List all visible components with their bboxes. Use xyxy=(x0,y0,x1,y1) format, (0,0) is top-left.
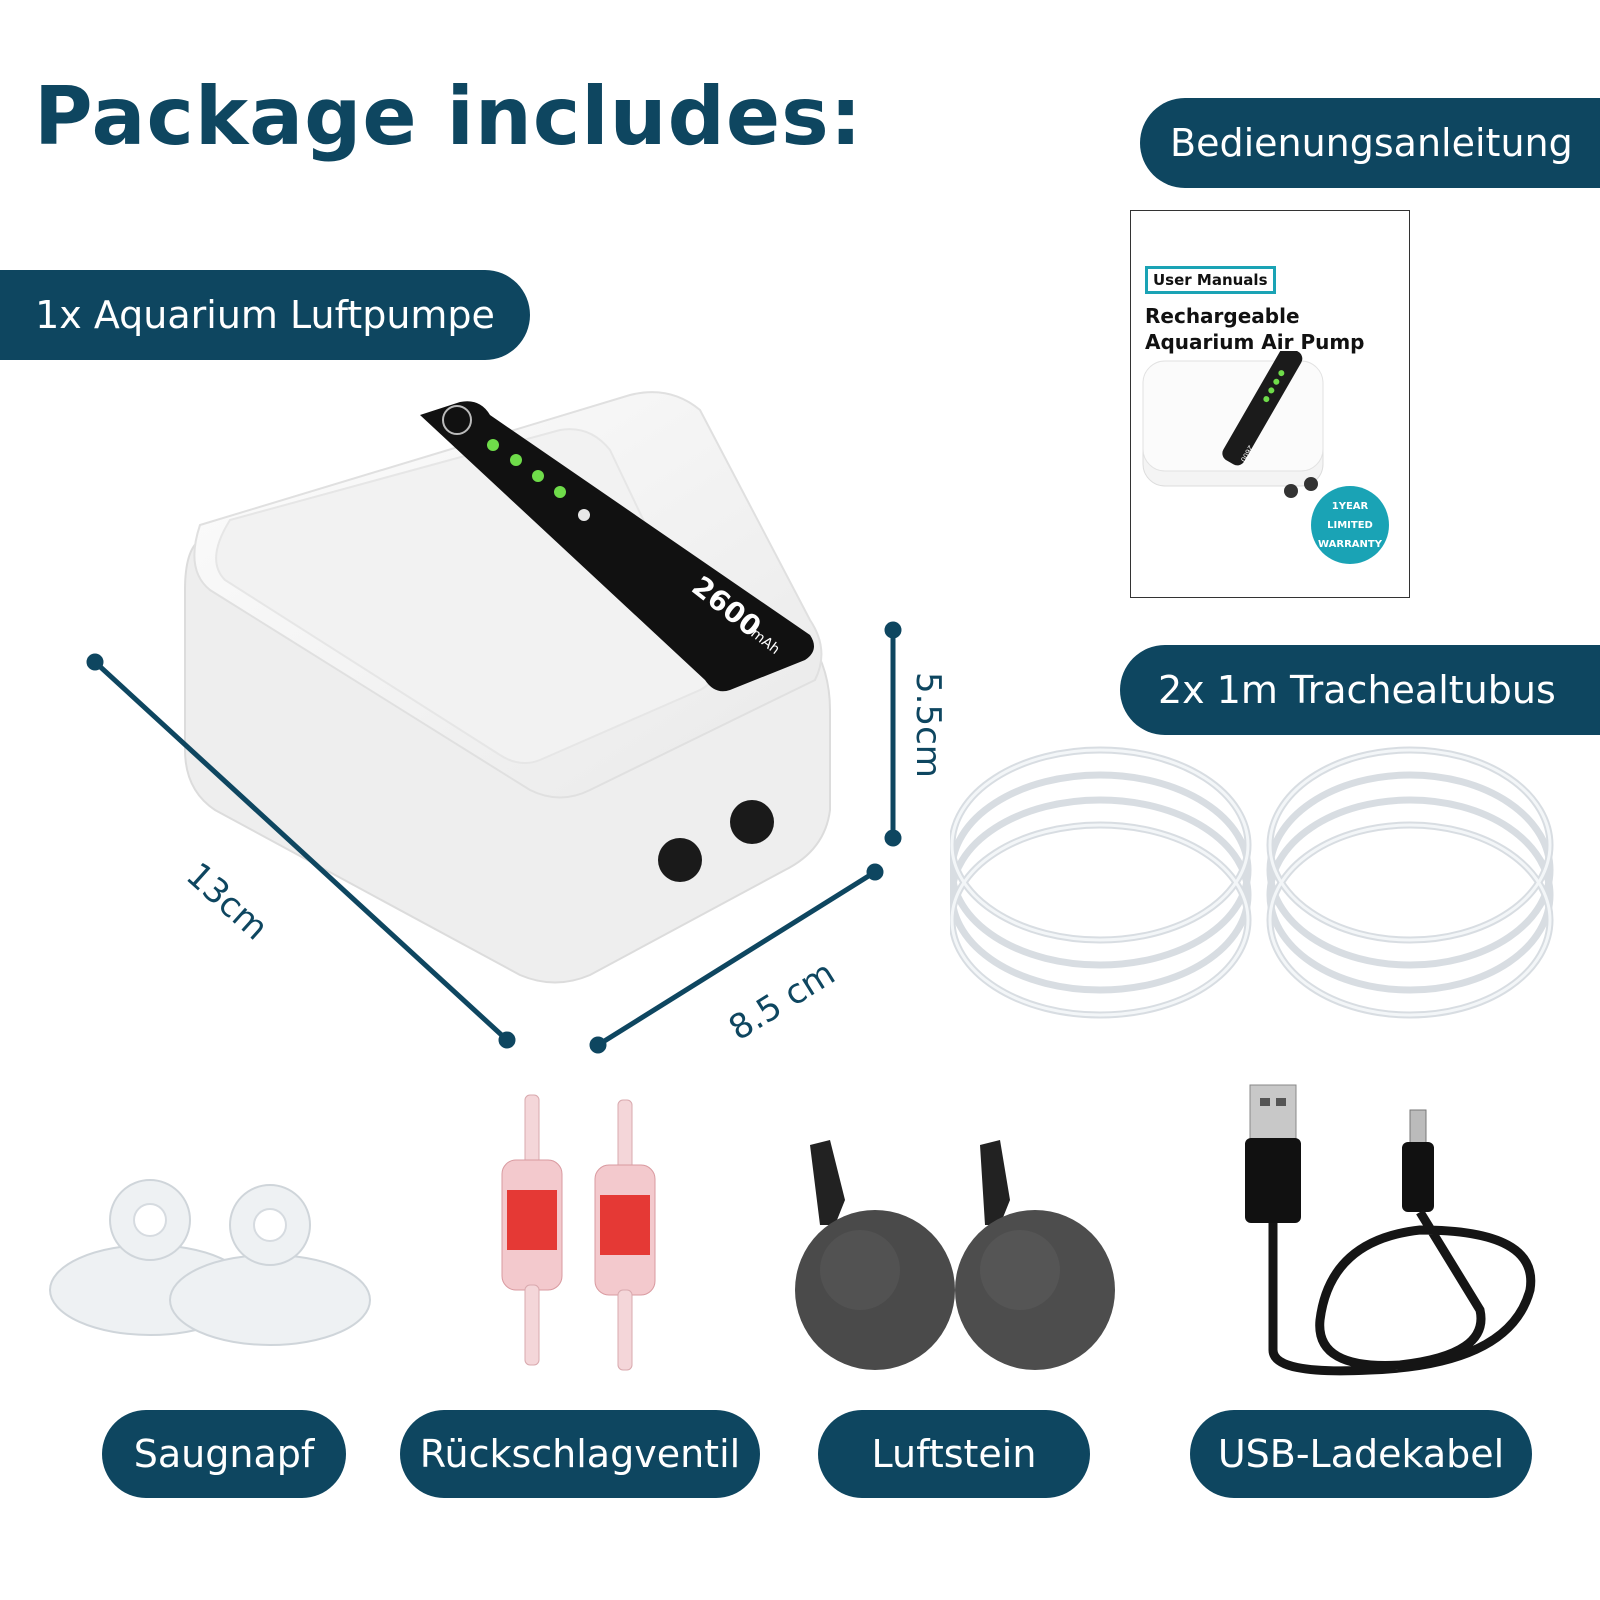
air-pump-image: 2600 mAh xyxy=(184,391,831,984)
battery-leds xyxy=(487,439,590,521)
pump-label: 1x Aquarium Luftpumpe xyxy=(0,270,530,360)
manual-title-line1: Rechargeable xyxy=(1145,304,1300,328)
dimension-height: 5.5cm xyxy=(908,672,948,778)
warranty-line1: 1YEAR xyxy=(1331,500,1369,512)
air-tubes-image xyxy=(950,746,1554,1019)
control-panel xyxy=(420,401,814,692)
suction-cup-label: Saugnapf xyxy=(102,1410,346,1498)
manual-pump-image: 2600 xyxy=(1142,351,1324,498)
manual-badge: User Manuals xyxy=(1145,266,1276,294)
warranty-line3: WARRANTY xyxy=(1318,538,1382,550)
warranty-line2: LIMITED xyxy=(1327,519,1373,531)
power-icon xyxy=(442,405,472,435)
manual-label: Bedienungsanleitung xyxy=(1140,98,1600,188)
air-stones-image xyxy=(795,1140,1115,1370)
usb-cable-image xyxy=(1245,1084,1536,1376)
manual-title: Rechargeable Aquarium Air Pump xyxy=(1145,303,1405,355)
warranty-badge: 1YEAR LIMITED WARRANTY xyxy=(1311,486,1389,564)
page-title: Package includes: xyxy=(34,70,863,163)
suction-cups-image xyxy=(49,1179,371,1346)
usb-cable-label: USB-Ladekabel xyxy=(1190,1410,1532,1498)
user-manual: User Manuals Rechargeable Aquarium Air P… xyxy=(1130,210,1410,598)
check-valve-label: Rückschlagventil xyxy=(400,1410,760,1498)
manual-title-line2: Aquarium Air Pump xyxy=(1145,330,1365,354)
check-valves-image xyxy=(501,1094,656,1371)
air-stone-label: Luftstein xyxy=(818,1410,1090,1498)
tube-label: 2x 1m Trachealtubus xyxy=(1120,645,1600,735)
